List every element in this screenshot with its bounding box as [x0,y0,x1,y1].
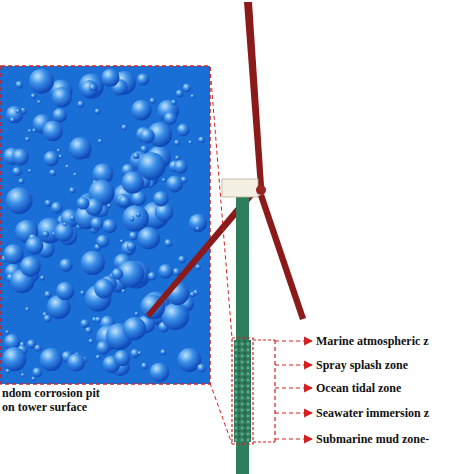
zone-label: Ocean tidal zone [316,381,401,395]
zone-label: Submarine mud zone- [316,432,429,446]
panel-caption: on tower surface [2,400,87,414]
panel-caption: ndom corrosion pit [2,386,100,400]
zone-label: Seawater immersion z [316,406,429,420]
zone-label: Spray splash zone [316,358,408,372]
zone-label: Marine atmospheric z [316,334,429,348]
